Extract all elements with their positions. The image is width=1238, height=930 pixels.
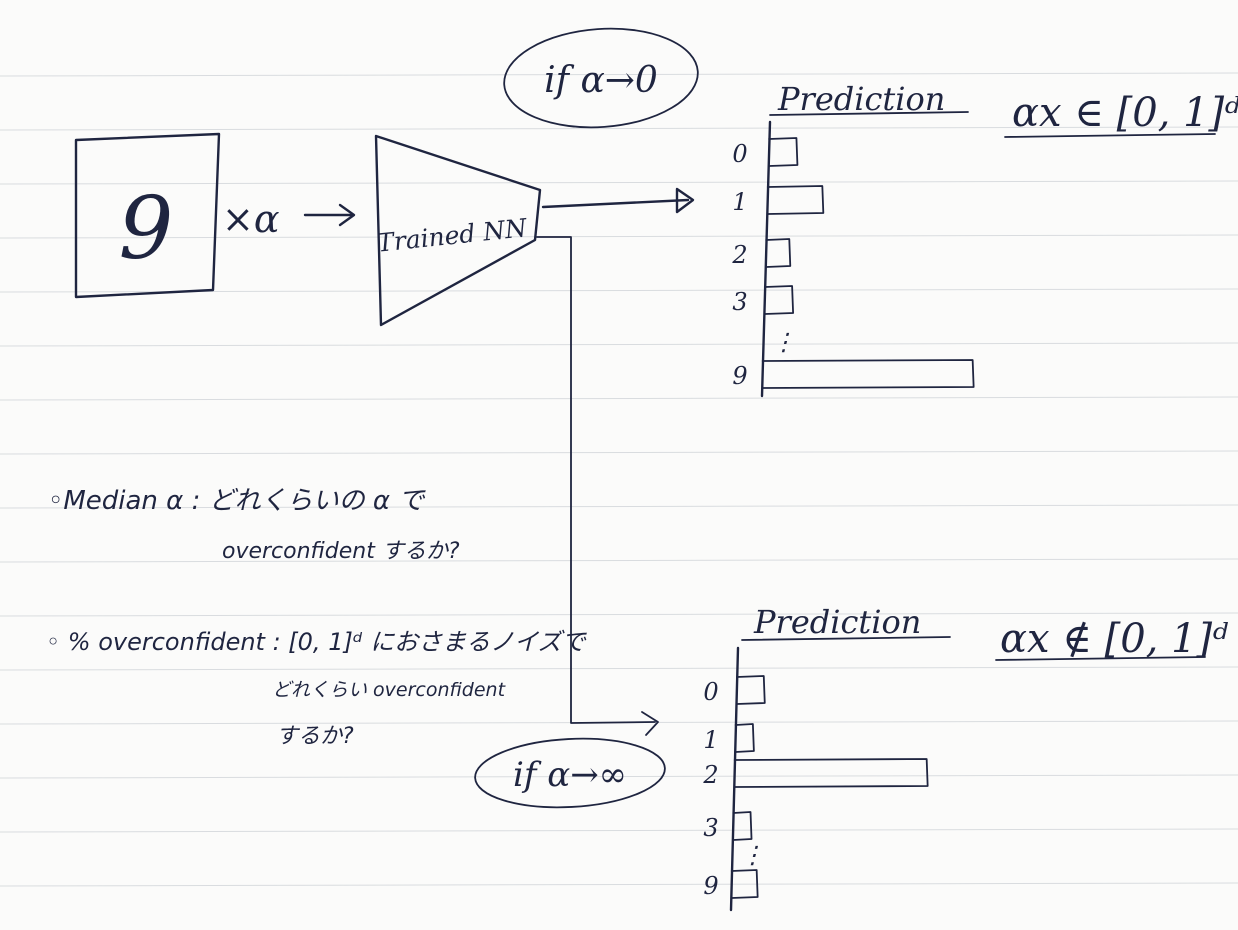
network-label: Trained NN xyxy=(376,213,529,258)
domain-note-small: αx ∈ [0, 1]ᵈ xyxy=(1012,90,1238,136)
category-label-small-1: 1 xyxy=(732,188,747,216)
bar-large-0 xyxy=(735,675,766,705)
category-label-large-2: 2 xyxy=(702,761,718,789)
input-digit: 9 xyxy=(119,179,174,279)
prediction-chart-small: Prediction 0 1 2 3 ⋮ 9 xyxy=(731,80,975,398)
condition-large-label: if α→∞ xyxy=(513,755,627,795)
arrow-to-large-case xyxy=(536,236,659,736)
domain-note-large: αx ∉ [0, 1]ᵈ xyxy=(1000,616,1228,662)
bar-small-1 xyxy=(766,185,825,215)
bar-small-9 xyxy=(761,359,975,389)
category-label-large-1: 1 xyxy=(703,726,718,754)
note-percent-line3: するか? xyxy=(276,724,354,749)
note-median-line1: ◦Median α : どれくらいの α で xyxy=(48,486,426,516)
category-label-large-5: 9 xyxy=(703,872,718,900)
bar-large-2 xyxy=(733,758,929,788)
category-label-small-0: 0 xyxy=(732,140,747,168)
condition-small-bubble: if α→0 xyxy=(503,27,699,129)
note-percent-line2: どれくらい overconfident xyxy=(272,679,507,701)
notes: ◦Median α : どれくらいの α で overconfident するか… xyxy=(46,486,587,749)
note-percent-line1: ◦ % overconfident : [0, 1]ᵈ におさまるノイズで xyxy=(46,628,587,656)
bar-large-9 xyxy=(730,869,759,899)
arrow-to-network xyxy=(303,203,356,227)
category-label-small-4: ⋮ xyxy=(772,328,796,356)
category-label-large-0: 0 xyxy=(703,678,718,706)
category-label-small-2: 2 xyxy=(731,241,747,269)
prediction-chart-large: Prediction 0 1 2 3 ⋮ 9 xyxy=(702,603,951,912)
arrow-to-small-case xyxy=(541,187,695,214)
bar-large-3 xyxy=(732,811,753,841)
bar-small-3 xyxy=(763,285,795,315)
condition-large-bubble: if α→∞ xyxy=(474,737,666,809)
note-median-line2: overconfident するか? xyxy=(222,539,460,564)
chart-title-large: Prediction xyxy=(753,603,921,641)
condition-small-label: if α→0 xyxy=(544,60,658,101)
category-label-small-5: 9 xyxy=(732,362,747,390)
category-label-small-3: 3 xyxy=(732,288,747,316)
bar-small-0 xyxy=(768,137,799,167)
multiply-alpha-label: ×α xyxy=(222,197,280,241)
trained-network: Trained NN xyxy=(374,134,542,327)
category-label-large-3: 3 xyxy=(703,814,718,842)
input-image: 9 xyxy=(74,132,221,299)
chart-title-small: Prediction xyxy=(777,80,945,118)
bar-large-1 xyxy=(734,723,755,753)
bar-small-2 xyxy=(765,238,792,268)
category-label-large-4: ⋮ xyxy=(741,841,765,869)
